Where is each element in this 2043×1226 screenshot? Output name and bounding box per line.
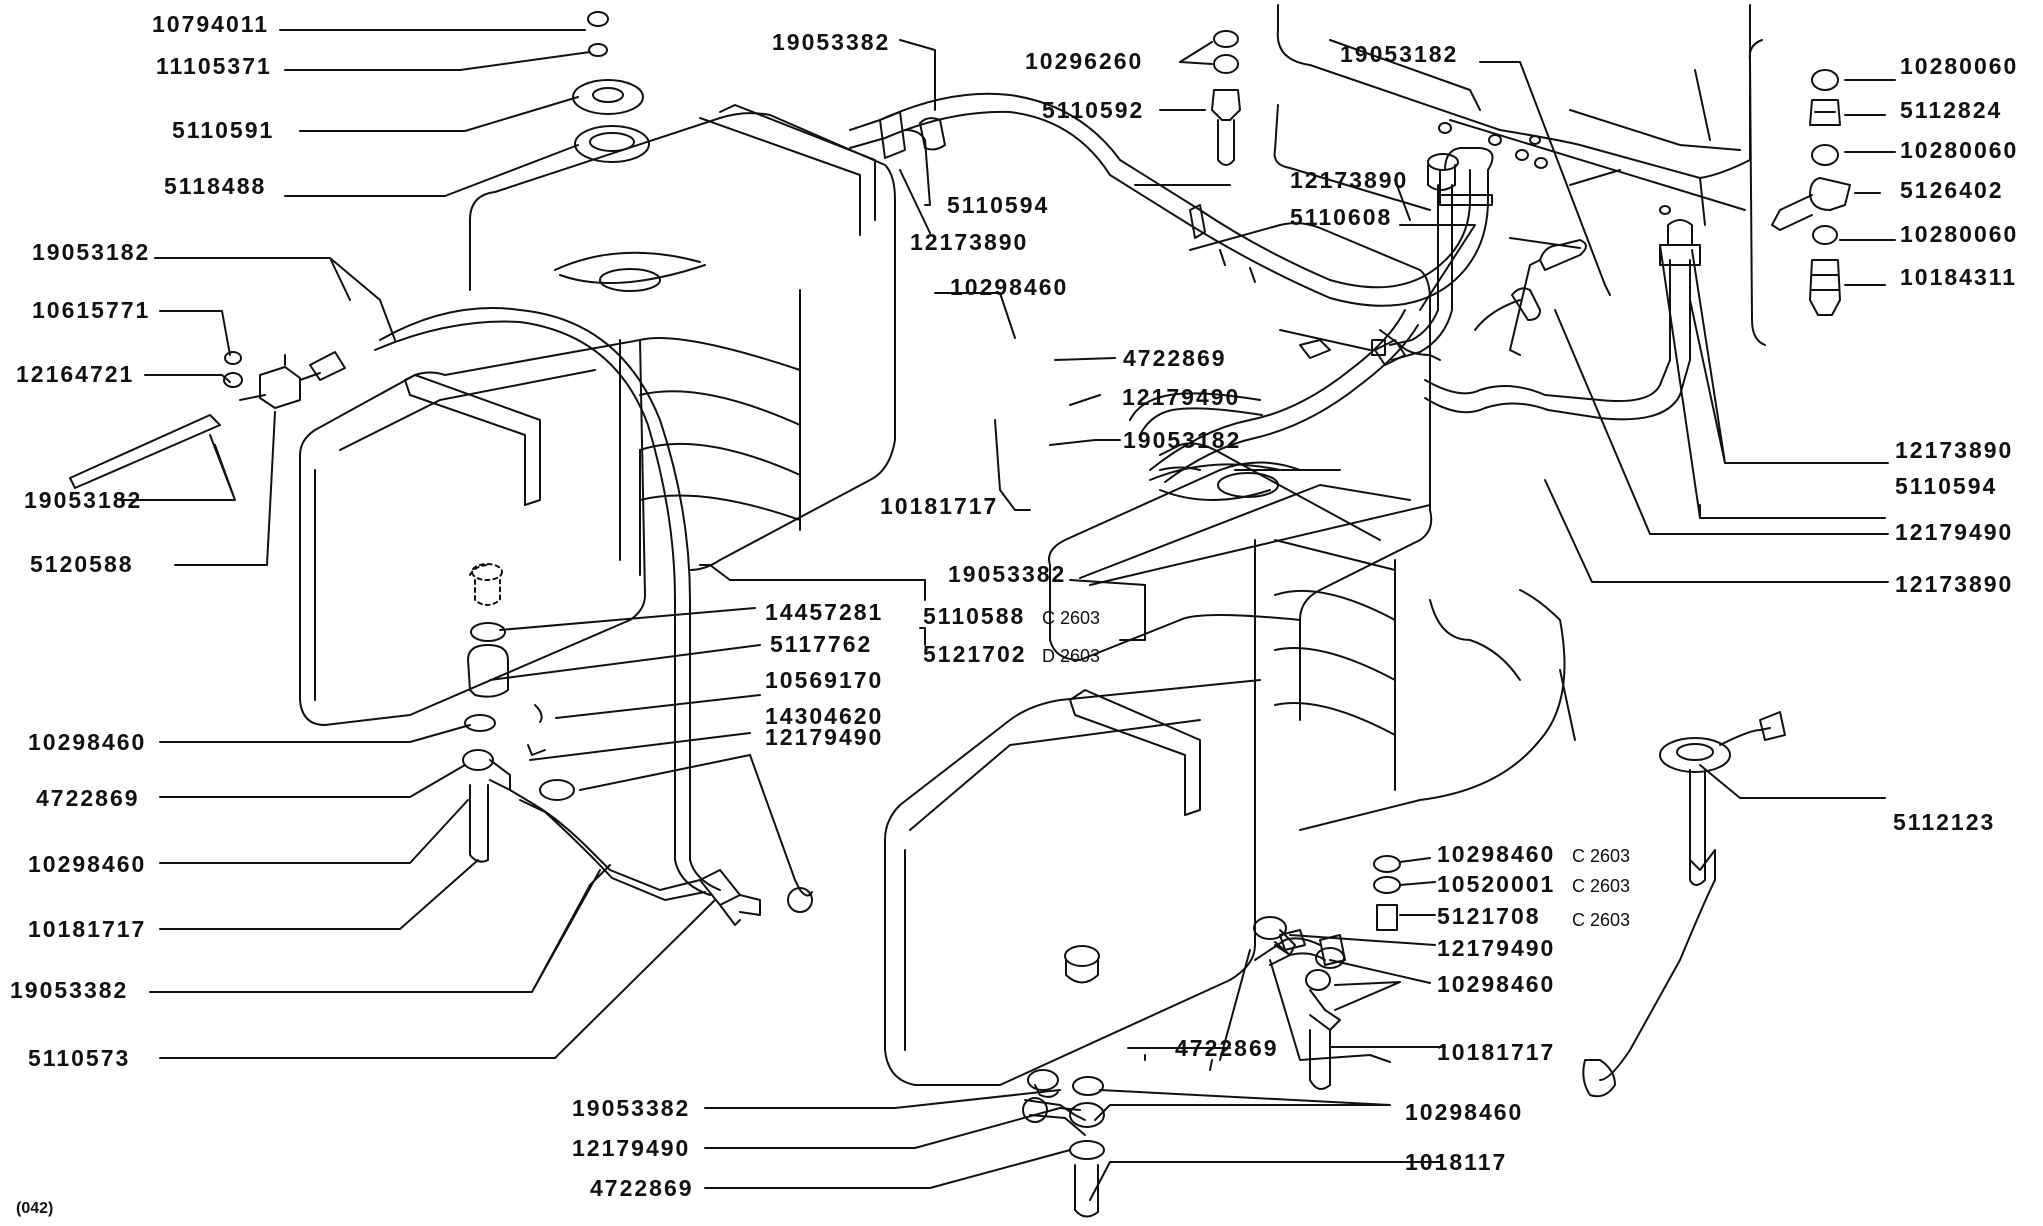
- part-label: 10298460: [28, 729, 147, 755]
- variant-note: C 2603: [1042, 608, 1101, 628]
- part-label: 14457281: [765, 599, 884, 625]
- part-label: 10296260: [1025, 48, 1144, 74]
- part-label: 10280060: [1900, 137, 2019, 163]
- right-bottom-fittings: [1023, 856, 1400, 1217]
- part-label: 19053382: [10, 977, 129, 1003]
- filler-cap-assembly: [573, 12, 649, 162]
- part-label: 5110608: [1290, 204, 1393, 230]
- part-label: 10184311: [1900, 264, 2018, 290]
- part-label: 12173890: [1290, 167, 1409, 193]
- part-label: 12179490: [1122, 384, 1241, 410]
- part-label: 10569170: [765, 667, 884, 693]
- part-label: 5120588: [30, 551, 134, 577]
- variant-note: D 2603: [1042, 646, 1101, 666]
- variant-note: C 2603: [1572, 846, 1631, 866]
- part-label: 4722869: [590, 1175, 694, 1201]
- variant-note: C 2603: [1572, 876, 1631, 896]
- part-label: 5126402: [1900, 177, 2004, 203]
- part-label: 12179490: [1895, 519, 2014, 545]
- part-label: 19053182: [24, 487, 143, 513]
- left-fuel-tank: [300, 105, 895, 725]
- part-label: 5110592: [1042, 97, 1145, 123]
- part-label: 10520001: [1437, 871, 1556, 897]
- part-label: 10280060: [1900, 221, 2019, 247]
- part-label: 5110594: [947, 192, 1050, 218]
- part-label: 10181717: [880, 493, 999, 519]
- right-fittings-stack: [1750, 40, 1850, 345]
- part-label: 12179490: [765, 724, 884, 750]
- part-label: 12173890: [910, 229, 1029, 255]
- part-label: 5110588: [923, 603, 1026, 629]
- left-tap-assembly: [70, 308, 720, 895]
- part-label: 5121708: [1437, 903, 1541, 929]
- part-label: 10298460: [28, 851, 147, 877]
- part-label: 5110573: [28, 1045, 131, 1071]
- part-label: 4722869: [1175, 1035, 1279, 1061]
- part-label: 4722869: [36, 785, 140, 811]
- part-label: 10615771: [32, 297, 151, 323]
- part-label: 5121702: [923, 641, 1027, 667]
- figure-reference: (042): [16, 1200, 54, 1217]
- left-bottom-fittings: [463, 623, 812, 925]
- top-right-fittings: [1212, 31, 1586, 365]
- leader-lines: [120, 30, 1895, 1200]
- part-label: 12179490: [1437, 935, 1556, 961]
- part-label: 5118488: [164, 173, 267, 199]
- variant-note: C 2603: [1572, 910, 1631, 930]
- right-fuel-tank: [885, 223, 1575, 1085]
- part-label: 10298460: [1405, 1099, 1524, 1125]
- hose-network: [850, 94, 1700, 482]
- part-label: 11105371: [156, 53, 272, 79]
- part-label: 10298460: [950, 274, 1069, 300]
- part-label: 5112824: [1900, 97, 2003, 123]
- part-label: 10181717: [28, 916, 147, 942]
- part-label: 19053182: [1340, 41, 1459, 67]
- part-label: 10794011: [152, 11, 270, 37]
- part-label: 12179490: [572, 1135, 691, 1161]
- part-label: 19053182: [32, 239, 151, 265]
- part-label: 5117762: [770, 631, 873, 657]
- level-sender: [1583, 712, 1785, 1096]
- part-label: 10181717: [1437, 1039, 1556, 1065]
- part-label: 19053382: [772, 29, 891, 55]
- part-label: 5110591: [172, 117, 275, 143]
- part-label: 12173890: [1895, 571, 2014, 597]
- part-label: 10298460: [1437, 841, 1556, 867]
- part-label: 19053182: [1123, 427, 1242, 453]
- part-label: 5110594: [1895, 473, 1998, 499]
- part-label: 5112123: [1893, 809, 1996, 835]
- part-label: 19053382: [572, 1095, 691, 1121]
- part-label: 4722869: [1123, 345, 1227, 371]
- part-label: 10280060: [1900, 53, 2019, 79]
- part-label: 19053382: [948, 561, 1067, 587]
- part-label: 10298460: [1437, 971, 1556, 997]
- part-label: 1018117: [1405, 1149, 1508, 1175]
- part-label: 14304620: [765, 703, 884, 729]
- part-label: 12164721: [16, 361, 135, 387]
- part-label: 12173890: [1895, 437, 2014, 463]
